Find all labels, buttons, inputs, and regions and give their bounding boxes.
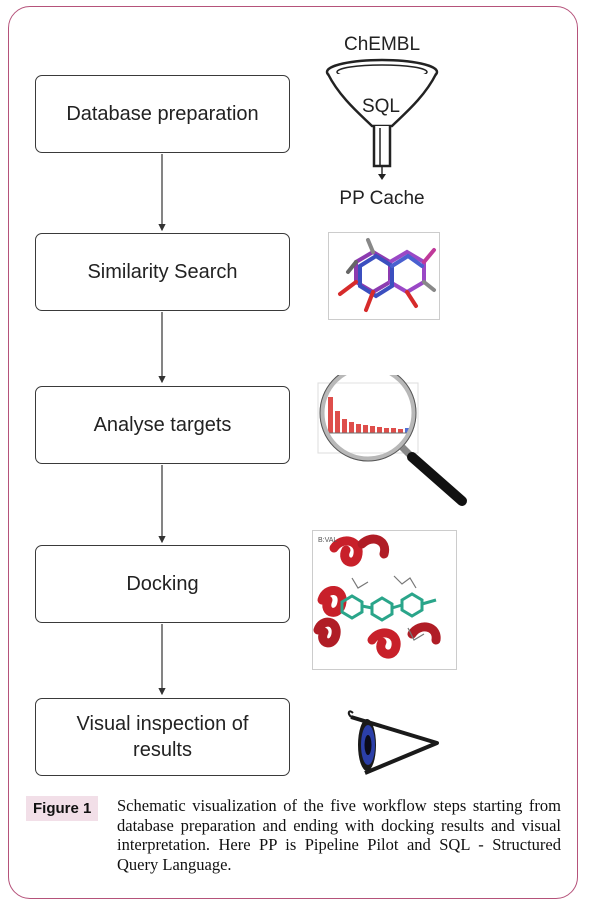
funnel-middle-label: SQL (362, 96, 400, 117)
step-visual-inspection: Visual inspection of results (35, 698, 290, 776)
step-label: Analyse targets (93, 414, 232, 436)
svg-text:B:VAL: B:VAL (318, 537, 337, 544)
step-label: Docking (126, 573, 199, 595)
funnel-bottom-label: PP Cache (339, 188, 424, 209)
step-label: Similarity Search (87, 261, 238, 283)
figure-label: Figure 1 (26, 796, 99, 821)
step-label: Visual inspection of results (76, 713, 249, 761)
funnel-illustration: ChEMBL SQL PP Cache (325, 34, 439, 209)
step-similarity-search: Similarity Search (35, 233, 290, 311)
step-analyse-targets: Analyse targets (35, 386, 290, 464)
step-database-preparation: Database preparation (35, 75, 290, 153)
eye-icon (347, 710, 439, 775)
step-label: Database preparation (66, 103, 259, 125)
figure-frame (8, 6, 578, 899)
step-docking: Docking (35, 545, 290, 623)
molecule-overlay-image (328, 232, 440, 320)
magnifier-icon (319, 375, 417, 462)
funnel-top-label: ChEMBL (344, 34, 420, 55)
caption-text: Schematic visualization of the five work… (117, 796, 561, 874)
magnifier-chart-image (317, 375, 467, 506)
docking-image: B:VAL (312, 530, 457, 670)
